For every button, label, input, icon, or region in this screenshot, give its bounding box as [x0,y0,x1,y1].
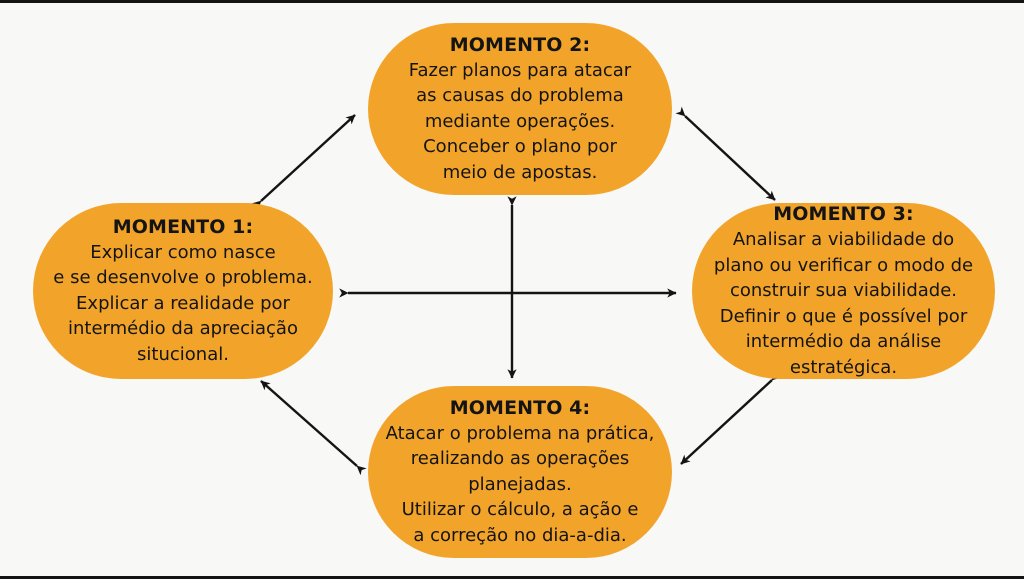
node-momento-3-title: MOMENTO 3: [773,203,914,225]
node-momento-4[interactable]: MOMENTO 4: Atacar o problema na prática,… [368,386,672,558]
node-momento-3[interactable]: MOMENTO 3: Analisar a viabilidade do pla… [692,203,995,379]
connector-2-3 [675,106,776,201]
node-momento-2-body: Fazer planos para atacar as causas do pr… [408,59,632,183]
node-momento-1-title: MOMENTO 1: [112,215,254,238]
node-momento-3-body: Analisar a viabilidade do plano ou verif… [713,229,974,378]
node-momento-4-body: Atacar o problema na prática, realizando… [385,422,655,546]
node-momento-1-body: Explicar como nasce e se desenvolve o pr… [53,241,313,365]
node-momento-4-title: MOMENTO 4: [449,396,591,419]
node-momento-2-title: MOMENTO 2: [449,33,591,56]
node-momento-2[interactable]: MOMENTO 2: Fazer planos para atacar as c… [368,23,672,195]
node-momento-1[interactable]: MOMENTO 1: Explicar como nasce e se dese… [33,203,333,379]
connector-3-4 [680,370,782,465]
connector-4-1 [260,380,367,476]
connector-1-2 [251,114,356,211]
